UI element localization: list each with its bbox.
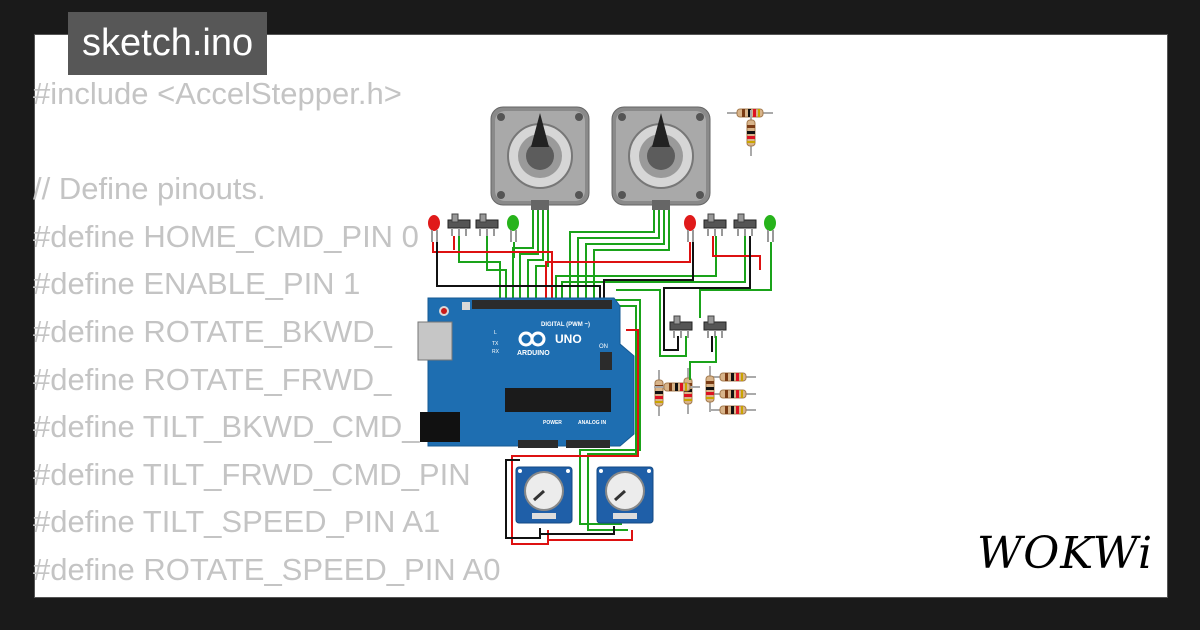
potentiometer-1 xyxy=(514,465,574,525)
code-line: // Define pinouts. xyxy=(33,171,266,207)
code-line: #define TILT_FRWD_CMD_PIN xyxy=(33,456,471,492)
slide-switch-1 xyxy=(447,213,471,237)
motor-2-connector xyxy=(652,200,670,210)
tx-led-label: TX xyxy=(492,341,499,347)
led-green-left xyxy=(507,215,519,242)
board-maker-label: ARDUINO xyxy=(517,350,550,357)
digital-pins-label: DIGITAL (PWM ~) xyxy=(541,322,590,328)
file-tab: sketch.ino xyxy=(68,12,268,75)
resistor-cluster xyxy=(653,365,757,417)
stepper-motor-1 xyxy=(490,106,590,206)
code-line: #define ENABLE_PIN 1 xyxy=(33,266,361,302)
slide-switch-5 xyxy=(669,315,693,339)
slide-switch-3 xyxy=(703,213,727,237)
power-pins-label: POWER xyxy=(543,420,562,426)
motor-1-connector xyxy=(531,200,549,210)
code-line: #include <AccelStepper.h> xyxy=(33,76,402,111)
code-line: #define ROTATE_BKWD_ xyxy=(33,313,392,349)
wires xyxy=(432,210,772,545)
analog-pins-label: ANALOG IN xyxy=(578,420,606,426)
code-line: #define ROTATE_SPEED_PIN A0 xyxy=(33,551,501,587)
on-led-label: ON xyxy=(599,344,608,350)
arduino-uno-board xyxy=(417,297,635,448)
board-brand-label: UNO xyxy=(555,332,582,346)
slide-switch-2 xyxy=(475,213,499,237)
code-preview: #include <AccelStepper.h> // Define pino… xyxy=(33,70,501,594)
led-green-right xyxy=(764,215,776,242)
wokwi-logo: WOKWi xyxy=(977,528,1154,579)
led-red-left xyxy=(428,215,440,242)
led-red-right xyxy=(684,215,696,242)
rx-led-label: RX xyxy=(492,349,500,355)
code-line: #define HOME_CMD_PIN 0 xyxy=(33,218,419,254)
code-line: #define ROTATE_FRWD_ xyxy=(33,361,392,397)
slide-switch-4 xyxy=(733,213,757,237)
slide-switch-6 xyxy=(703,315,727,339)
code-line: #define TILT_SPEED_PIN A1 xyxy=(33,504,441,540)
stepper-motor-2 xyxy=(611,106,711,206)
l-led-label: L xyxy=(494,330,497,336)
potentiometer-2 xyxy=(595,465,655,525)
code-line: #define TILT_BKWD_CMD_PIN 7 xyxy=(33,409,498,445)
